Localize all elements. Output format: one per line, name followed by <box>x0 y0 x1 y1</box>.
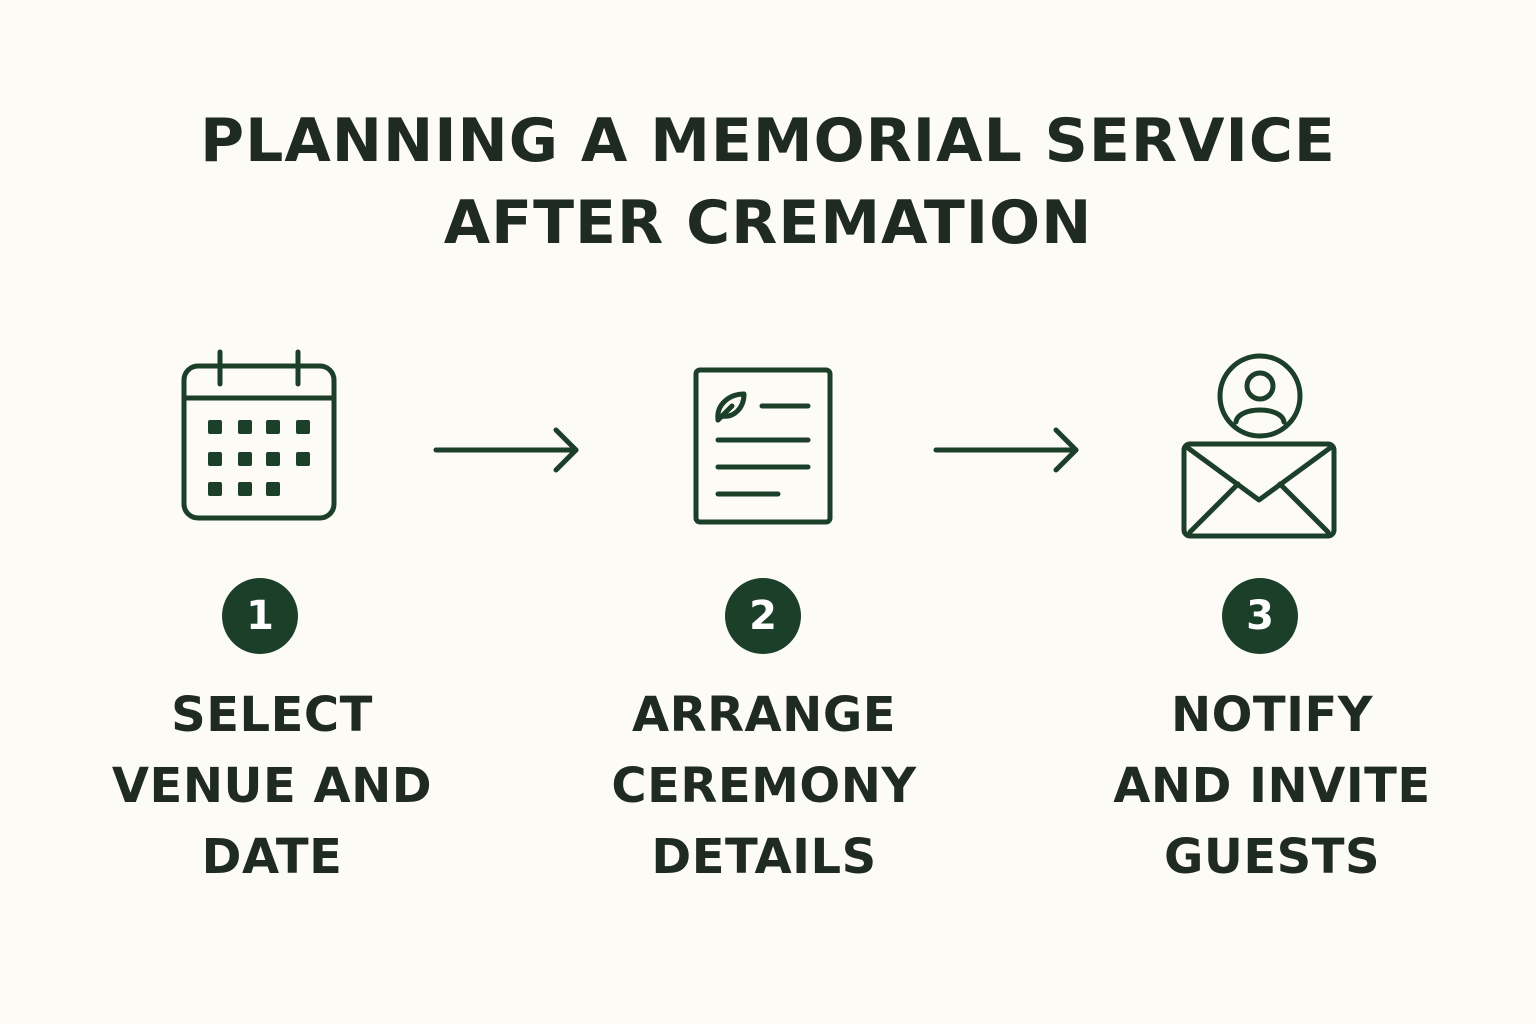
calendar-icon <box>181 349 337 521</box>
document-leaf-icon <box>693 367 833 525</box>
invitation-envelope-icon <box>1181 353 1337 539</box>
step-label-line: AND INVITE <box>1113 758 1431 814</box>
step-label-line: VENUE AND <box>111 758 433 814</box>
title-line-1: PLANNING A MEMORIAL SERVICE <box>200 106 1336 176</box>
step-label-notify-guests: NOTIFY AND INVITE GUESTS <box>1072 680 1472 893</box>
step-number-badge: 2 <box>725 578 801 654</box>
arrow-right-icon <box>933 427 1079 473</box>
step-label-line: CEREMONY <box>611 758 917 814</box>
diagram-title: PLANNING A MEMORIAL SERVICE AFTER CREMAT… <box>0 100 1536 264</box>
step-label-line: NOTIFY <box>1170 687 1374 743</box>
step-label-line: ARRANGE <box>631 687 897 743</box>
step-label-line: DATE <box>201 829 343 885</box>
step-number-badge: 3 <box>1222 578 1298 654</box>
step-label-select-venue: SELECT VENUE AND DATE <box>72 680 472 893</box>
step-label-arrange-ceremony: ARRANGE CEREMONY DETAILS <box>564 680 964 893</box>
step-label-line: DETAILS <box>651 829 877 885</box>
step-label-line: SELECT <box>171 687 373 743</box>
step-label-line: GUESTS <box>1163 829 1381 885</box>
step-number-badge: 1 <box>222 578 298 654</box>
title-line-2: AFTER CREMATION <box>443 188 1093 258</box>
arrow-right-icon <box>433 427 579 473</box>
